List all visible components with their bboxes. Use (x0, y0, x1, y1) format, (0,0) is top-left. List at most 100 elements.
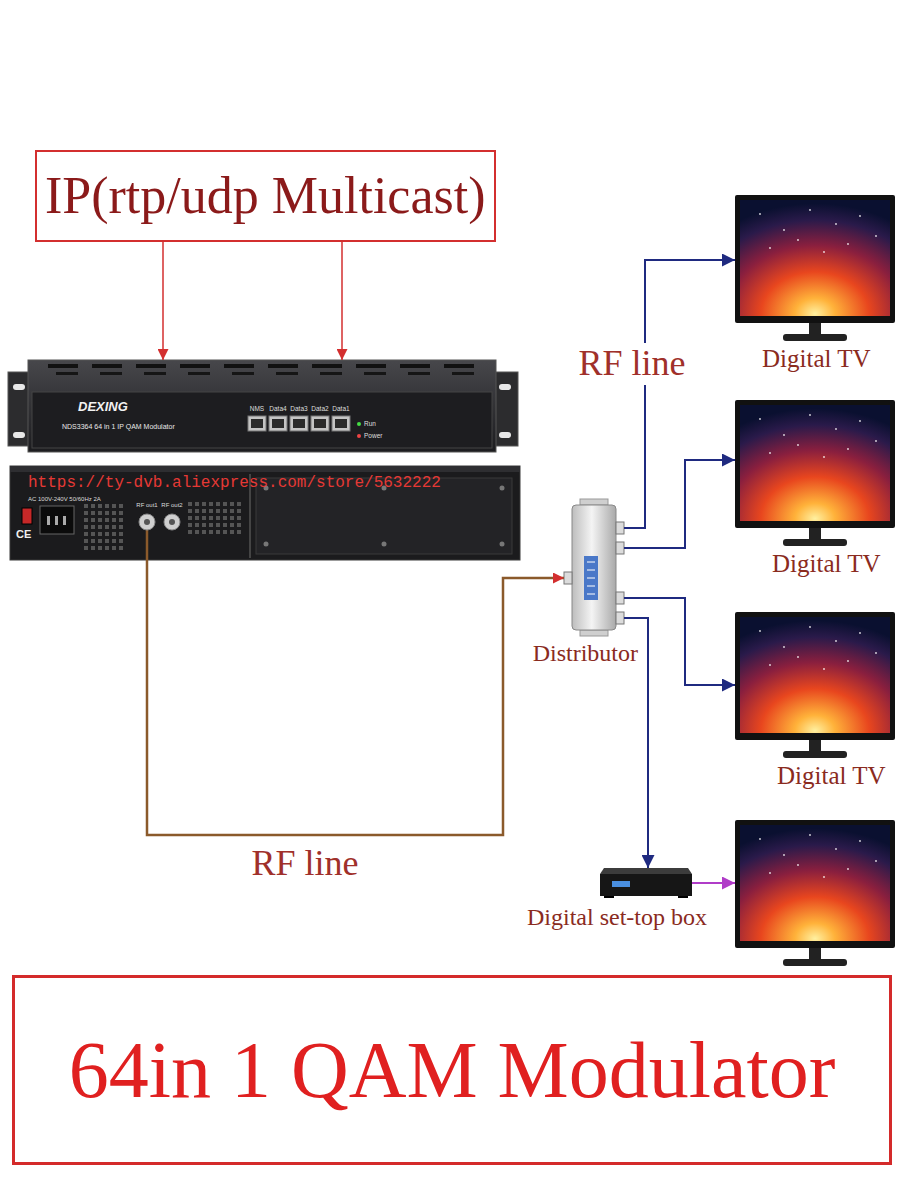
vent-grid (98, 511, 102, 515)
vent-grid (216, 523, 220, 527)
vent-grid (105, 518, 109, 522)
vent-grid (223, 509, 227, 513)
star (823, 456, 825, 458)
tv-bezel (735, 820, 895, 948)
vent-grid (105, 525, 109, 529)
rack-ear (494, 372, 518, 446)
vent-grid (237, 509, 241, 513)
vent-grid (209, 502, 213, 506)
socket-pin (47, 516, 50, 525)
star (835, 223, 837, 225)
model-name: NDS3364 64 in 1 IP QAM Modulator (62, 423, 175, 431)
star (859, 420, 861, 422)
vent-grid (237, 530, 241, 534)
connector (692, 882, 735, 884)
vent-grid (230, 509, 234, 513)
star (859, 840, 861, 842)
tv-illustration (735, 820, 895, 966)
star (859, 632, 861, 634)
digital-tv (735, 820, 895, 966)
star (809, 414, 811, 416)
rack-slot (13, 384, 25, 390)
tv-screen (740, 405, 890, 521)
star (847, 868, 849, 870)
device-label: Digital TV (762, 345, 871, 374)
modulator-front (8, 360, 518, 452)
star (797, 444, 799, 446)
vent-grid (202, 530, 206, 534)
star (809, 626, 811, 628)
screw (264, 542, 269, 547)
vent-grid (237, 502, 241, 506)
vent-grid (119, 518, 123, 522)
modulator-front-panel: DEXINGNDS3364 64 in 1 IP QAM ModulatorNM… (8, 360, 518, 452)
vent-slot (268, 364, 298, 368)
device-label: Digital set-top box (527, 904, 707, 932)
vent-grid (223, 523, 227, 527)
star (823, 251, 825, 253)
vent-grid (98, 504, 102, 508)
rj45-socket (293, 419, 305, 428)
vent-grid (105, 504, 109, 508)
tv-base (783, 539, 847, 546)
vent-grid (98, 539, 102, 543)
chassis-lip (10, 466, 520, 472)
edge-label: RF line (247, 843, 362, 884)
vent-grid (188, 523, 192, 527)
star (835, 848, 837, 850)
vent-grid (202, 502, 206, 506)
brand-logo: DEXING (78, 400, 128, 415)
vent-grid (216, 502, 220, 506)
vent-slot (180, 364, 210, 368)
connector (162, 242, 164, 360)
device-label: Digital TV (772, 550, 881, 579)
tv-neck (809, 948, 821, 960)
power-socket (40, 506, 74, 534)
star (797, 656, 799, 658)
vent-grid (195, 516, 199, 520)
vent-grid (112, 546, 116, 550)
vent-slot (92, 364, 122, 368)
vent-grid (230, 502, 234, 506)
star (809, 834, 811, 836)
watermark: https://ty-dvb.aliexpress.com/store/5632… (28, 474, 441, 492)
front-face (32, 392, 492, 448)
vent-grid (188, 516, 192, 520)
tv-illustration (735, 612, 895, 758)
star (769, 872, 771, 874)
rf-connector (164, 514, 180, 530)
rj45-port (269, 416, 287, 431)
port-label: Data4 (269, 405, 286, 412)
star (875, 235, 877, 237)
vent-grid (112, 532, 116, 536)
vent-slot (408, 372, 430, 375)
vent-grid (216, 516, 220, 520)
vent-grid (237, 516, 241, 520)
vent-grid (119, 504, 123, 508)
vent-slot (452, 372, 474, 375)
star (783, 646, 785, 648)
edge-label: RF line (574, 343, 689, 384)
tv-screen (740, 617, 890, 733)
star (783, 854, 785, 856)
vent-grid (202, 523, 206, 527)
vent-grid (202, 516, 206, 520)
vent-grid (91, 539, 95, 543)
star (847, 660, 849, 662)
vent-grid (209, 509, 213, 513)
f-port (564, 572, 572, 584)
vent-grid (209, 530, 213, 534)
chassis-body (28, 360, 496, 452)
vent-grid (223, 516, 227, 520)
star (769, 247, 771, 249)
vent-slot (56, 372, 78, 375)
connector (624, 260, 735, 528)
set-top-box: Digital set-top box (600, 868, 692, 898)
vent-slot (356, 364, 386, 368)
star (859, 215, 861, 217)
vent-grid (112, 504, 116, 508)
vent-grid (84, 504, 88, 508)
rf-connector (139, 514, 155, 530)
tv-base (783, 334, 847, 341)
vent-slot (144, 372, 166, 375)
